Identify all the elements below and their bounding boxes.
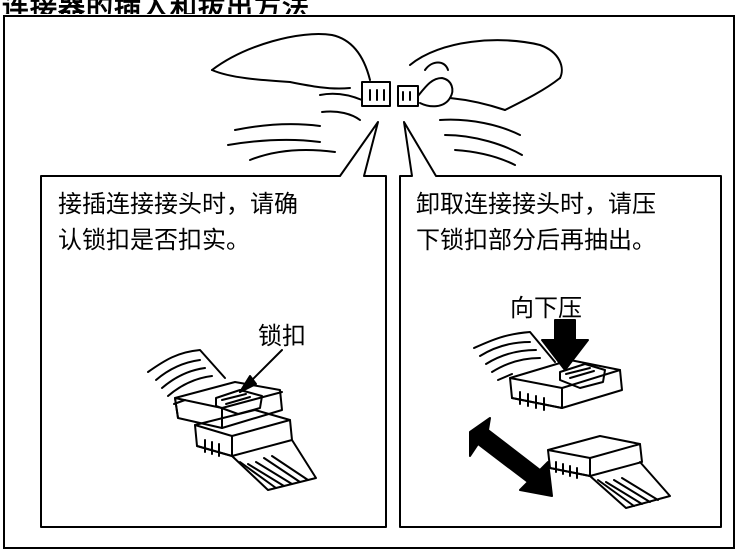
latch-label: 锁扣 [258, 322, 306, 350]
page-title-strip: 连接器的插入和拔出方法 [0, 0, 739, 14]
mated-connector-illustration [147, 349, 317, 491]
right-instruction-line-2: 下锁扣部分后再抽出。 [416, 226, 656, 254]
left-instruction-text: 接插连接接头时，请确 认锁扣是否扣实。 [58, 186, 298, 258]
right-instruction-text: 卸取连接接头时，请压 下锁扣部分后再抽出。 [416, 186, 656, 258]
press-down-label: 向下压 [510, 294, 582, 322]
right-instruction-line-1: 卸取连接接头时，请压 [416, 190, 656, 218]
left-instruction-line-2: 认锁扣是否扣实。 [58, 226, 250, 254]
diagram-frame [3, 15, 735, 549]
right-panel-frame [399, 121, 722, 528]
left-instruction-line-1: 接插连接接头时，请确 [58, 190, 298, 218]
separating-connector-illustration [469, 319, 671, 509]
hands-illustration [211, 33, 563, 166]
left-panel-frame [40, 121, 387, 528]
page-title: 连接器的插入和拔出方法 [2, 0, 310, 14]
